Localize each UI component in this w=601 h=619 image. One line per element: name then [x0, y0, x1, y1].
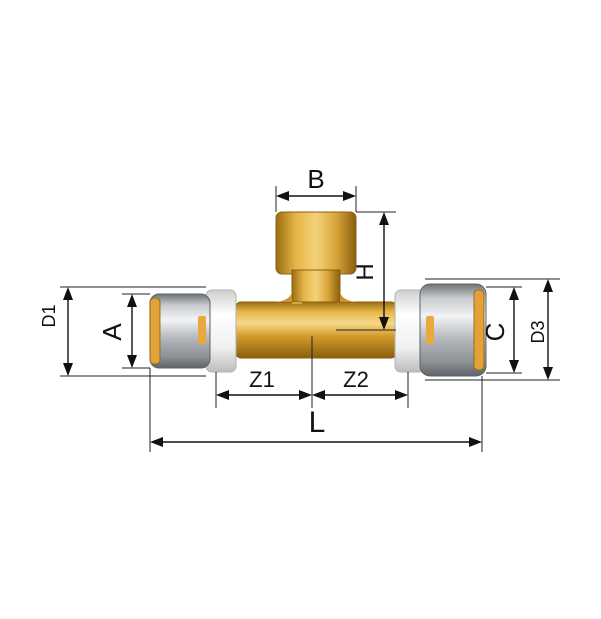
- label-h: H: [352, 263, 379, 280]
- label-b: B: [307, 164, 324, 194]
- label-z1: Z1: [249, 367, 275, 392]
- label-z2: Z2: [343, 367, 369, 392]
- tee-neck: [291, 269, 341, 305]
- right-press-sleeve: [419, 283, 487, 377]
- label-d1: D1: [39, 304, 59, 327]
- label-l: L: [309, 406, 326, 439]
- top-socket: [275, 211, 357, 275]
- dimension-lines: [60, 186, 560, 452]
- dimension-labels: B H D1 A C D3 Z1 Z2 L: [39, 164, 548, 439]
- label-a: A: [97, 323, 127, 341]
- label-c: C: [480, 323, 510, 342]
- tee-fitting: [149, 211, 487, 377]
- label-d3: D3: [528, 320, 548, 343]
